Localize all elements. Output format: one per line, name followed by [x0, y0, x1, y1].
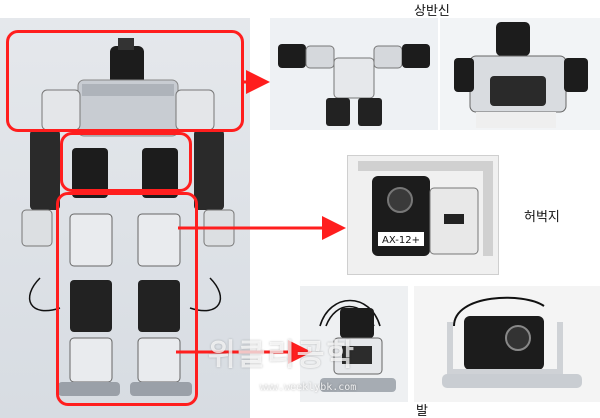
robot-full-photo: [0, 18, 250, 418]
highlight-legs: [56, 192, 198, 406]
label-foot: 발: [416, 404, 428, 418]
hip-servo-photo: AX-12+: [348, 156, 498, 274]
foot-photo-front: [300, 286, 408, 402]
label-hip: 허벅지: [524, 210, 560, 225]
upper-body-photo-torso: [440, 18, 600, 130]
servo-model-label: AX-12+: [382, 235, 420, 246]
highlight-hip: [60, 132, 192, 192]
watermark-text: 위클리공학: [208, 338, 356, 373]
upper-body-photo-arms: [270, 18, 438, 130]
foot-photo-side: [414, 286, 600, 402]
label-upper-body: 상반신: [414, 4, 450, 19]
robot-illustration: [21, 38, 235, 396]
highlight-upper-body: [6, 30, 244, 132]
watermark-url: www.weeklybk.com: [260, 382, 357, 393]
